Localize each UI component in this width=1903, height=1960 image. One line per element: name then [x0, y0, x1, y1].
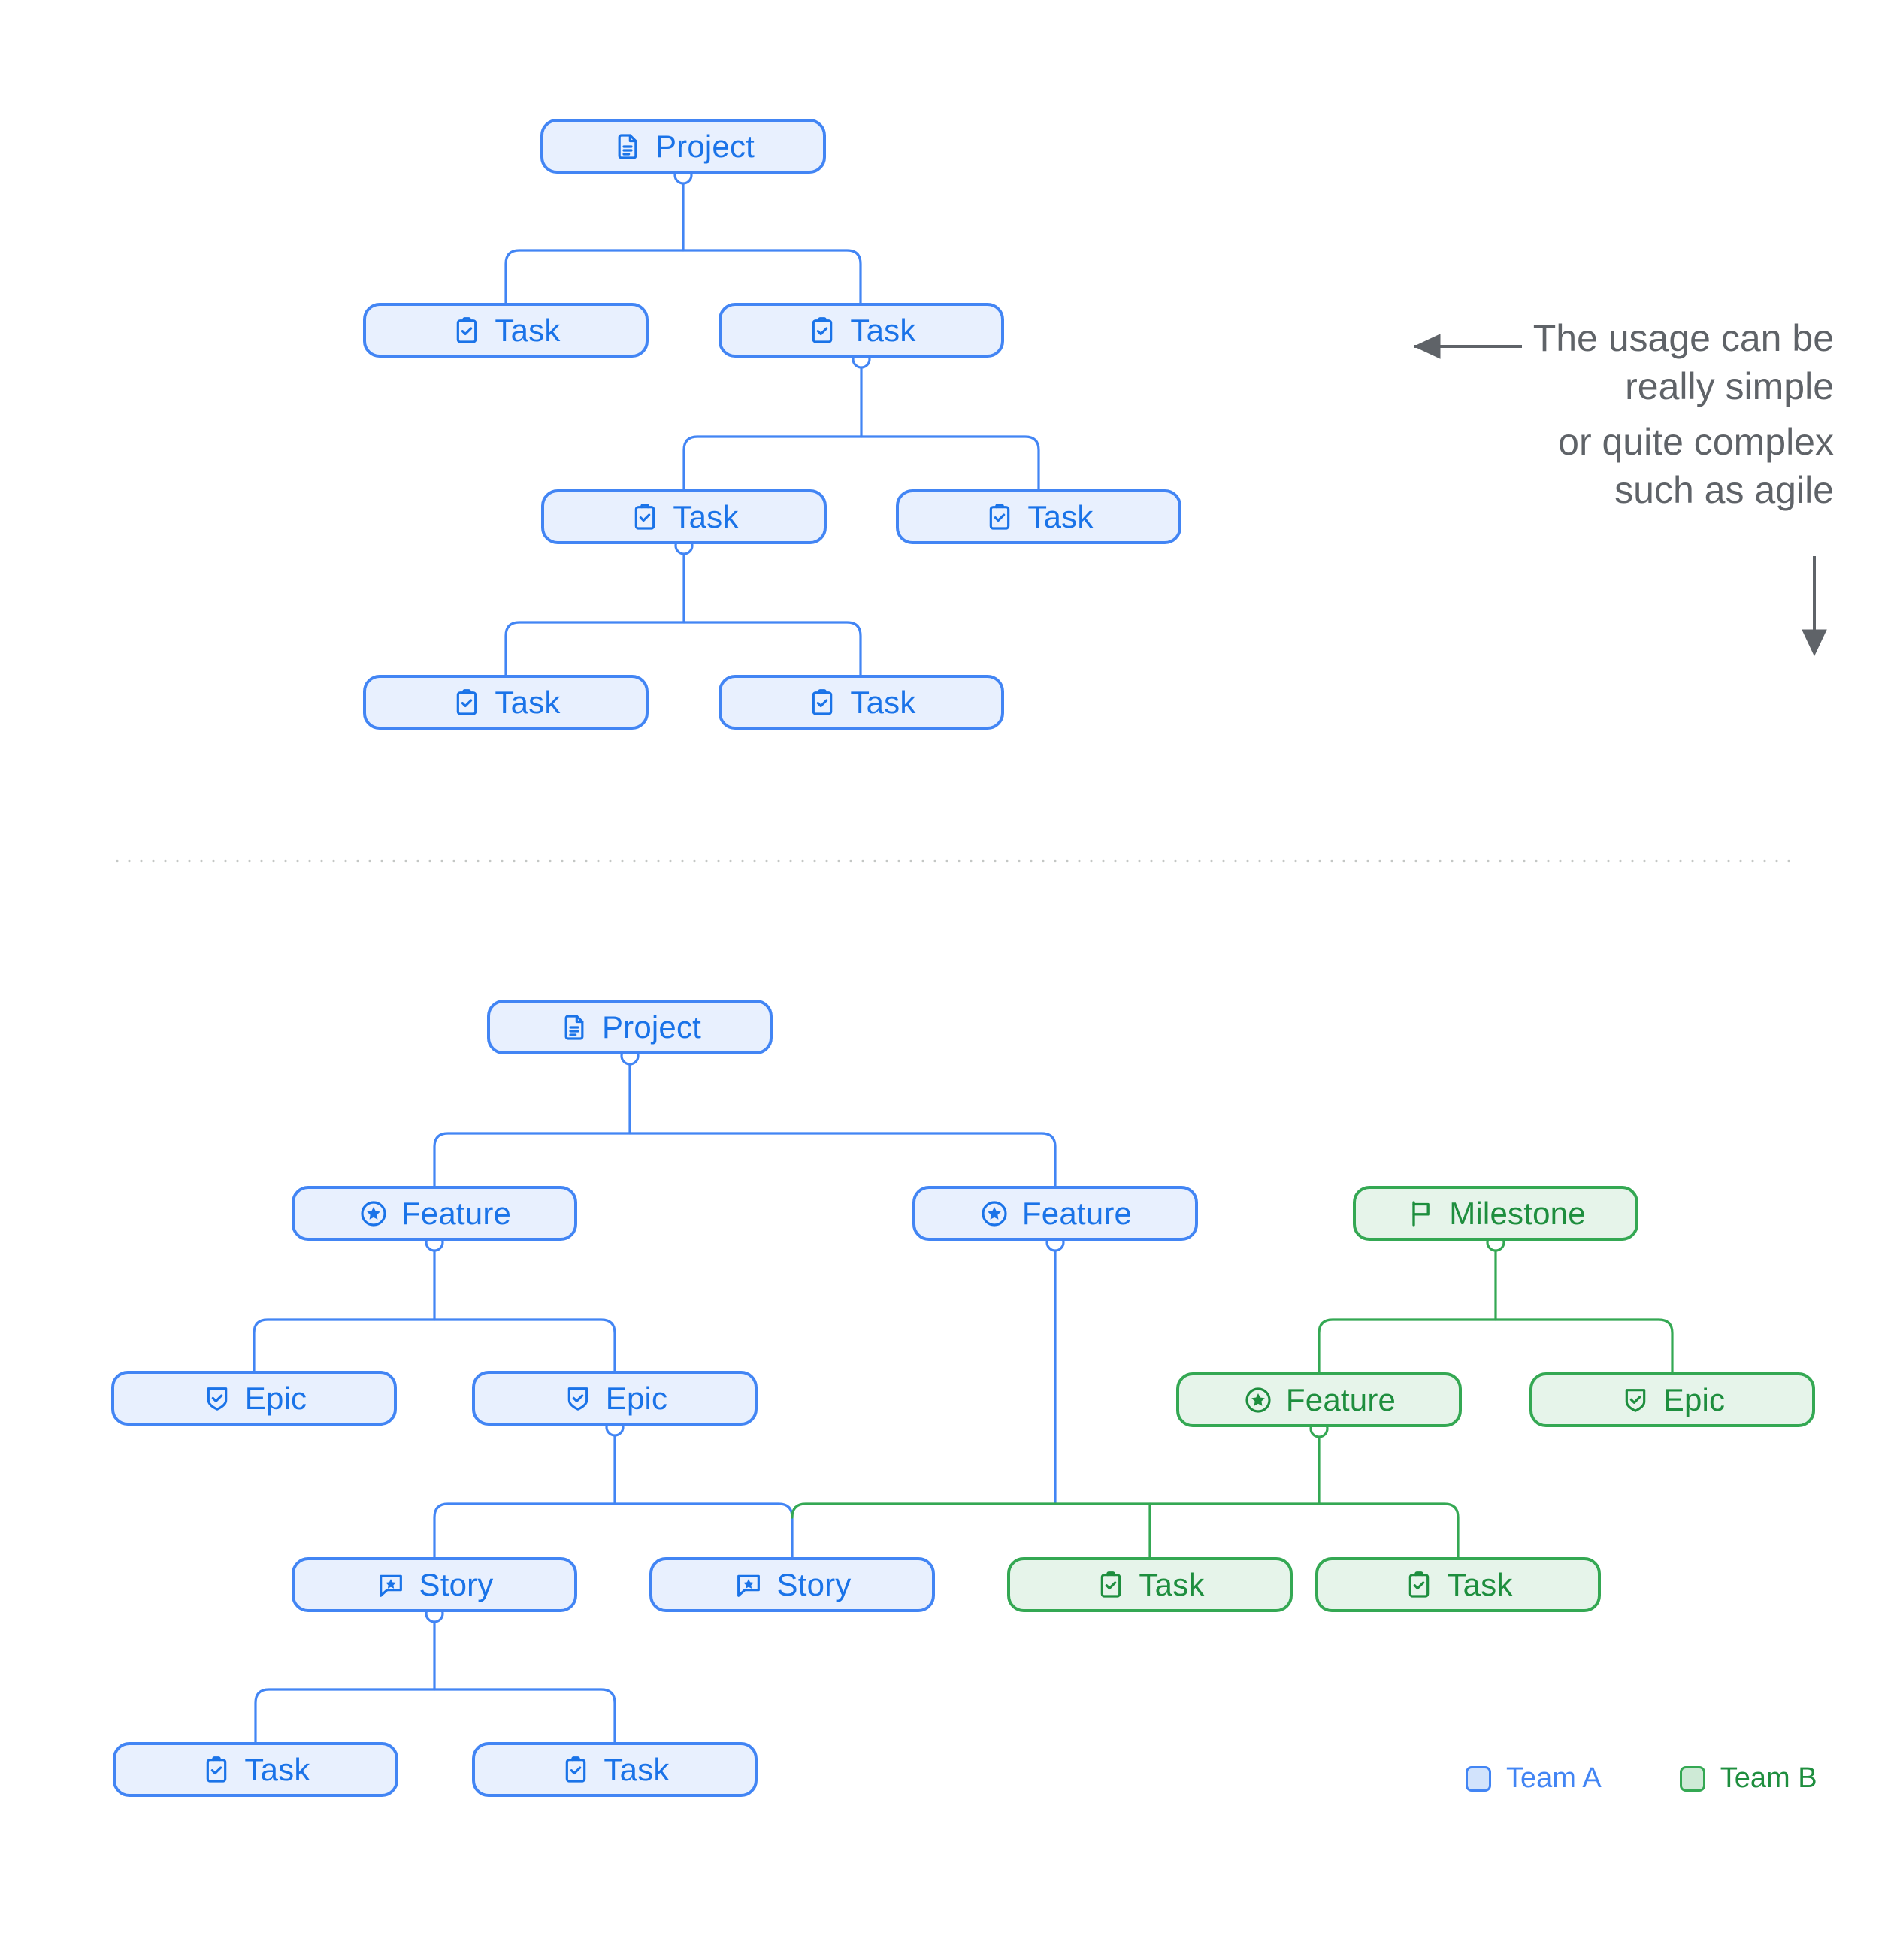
story-bubble-icon — [375, 1569, 407, 1601]
annotation-line-1: The usage can be — [1532, 317, 1834, 359]
node-label: Project — [655, 128, 755, 164]
node-story[interactable]: Story — [292, 1557, 577, 1612]
node-label: Task — [1027, 498, 1094, 534]
node-task[interactable]: Task — [541, 489, 827, 544]
node-label: Task — [850, 684, 916, 720]
node-label: Story — [776, 1566, 852, 1602]
node-feature[interactable]: Feature — [292, 1186, 577, 1241]
node-project[interactable]: Project — [487, 1000, 773, 1054]
node-label: Task — [495, 684, 561, 720]
node-task[interactable]: Task — [719, 675, 1004, 730]
task-clipboard-icon — [201, 1754, 232, 1786]
task-clipboard-icon — [984, 501, 1015, 533]
node-label: Epic — [1662, 1381, 1726, 1417]
node-epic[interactable]: Epic — [472, 1371, 758, 1426]
annotation-line-4: such as agile — [1614, 469, 1834, 511]
edge-group-agile-feature-green — [791, 1419, 1460, 1559]
annotation-line-3: or quite complex — [1558, 421, 1834, 463]
task-clipboard-icon — [451, 315, 483, 346]
feature-star-icon — [979, 1198, 1010, 1230]
node-task[interactable]: Task — [896, 489, 1181, 544]
edge-group-agile-root — [433, 1046, 1057, 1187]
node-task[interactable]: Task — [1007, 1557, 1293, 1612]
annotation-arrows — [1413, 334, 1827, 657]
node-label: Task — [495, 312, 561, 348]
edge-group-agile-epic2 — [433, 1417, 794, 1559]
feature-star-icon — [1242, 1384, 1274, 1416]
epic-shield-icon — [562, 1383, 594, 1414]
task-clipboard-icon — [629, 501, 661, 533]
arrow-down-icon — [1802, 556, 1827, 657]
node-label: Task — [1447, 1566, 1513, 1602]
node-label: Milestone — [1449, 1195, 1586, 1231]
legend-item-team-a: Team A — [1466, 1762, 1602, 1795]
node-task[interactable]: Task — [1315, 1557, 1601, 1612]
annotation-block: The usage can be really simple or quite … — [1413, 314, 1834, 514]
node-label: Task — [1139, 1566, 1205, 1602]
task-clipboard-icon — [1403, 1569, 1435, 1601]
edge-group-agile-feature1 — [253, 1233, 616, 1372]
task-clipboard-icon — [451, 687, 483, 718]
edge-group-agile-story1 — [254, 1604, 616, 1744]
square-swatch-icon — [1466, 1765, 1491, 1792]
edge-group-simple-l3 — [504, 536, 862, 676]
node-epic[interactable]: Epic — [1529, 1372, 1815, 1427]
task-clipboard-icon — [560, 1754, 591, 1786]
node-story[interactable]: Story — [649, 1557, 935, 1612]
node-label: Epic — [605, 1380, 668, 1416]
task-clipboard-icon — [1095, 1569, 1127, 1601]
node-task[interactable]: Task — [719, 303, 1004, 358]
milestone-flag-icon — [1405, 1198, 1437, 1230]
node-label: Task — [850, 312, 916, 348]
node-task[interactable]: Task — [472, 1742, 758, 1797]
node-label: Feature — [401, 1195, 512, 1231]
node-task[interactable]: Task — [113, 1742, 398, 1797]
edge-group-simple-root — [504, 165, 862, 304]
story-bubble-icon — [733, 1569, 764, 1601]
square-swatch-icon — [1679, 1765, 1705, 1792]
node-label: Feature — [1285, 1381, 1396, 1417]
node-label: Task — [673, 498, 739, 534]
node-label: Task — [604, 1751, 670, 1787]
node-epic[interactable]: Epic — [111, 1371, 397, 1426]
section-divider — [111, 859, 1792, 863]
legend-item-team-b: Team B — [1679, 1762, 1817, 1795]
task-clipboard-icon — [806, 315, 838, 346]
epic-shield-icon — [201, 1383, 233, 1414]
task-clipboard-icon — [806, 687, 838, 718]
node-label: Epic — [244, 1380, 307, 1416]
feature-star-icon — [358, 1198, 389, 1230]
legend-label: Team B — [1720, 1762, 1817, 1794]
legend: Team A Team B — [1466, 1762, 1817, 1795]
node-feature[interactable]: Feature — [1176, 1372, 1462, 1427]
legend-label: Team A — [1506, 1762, 1602, 1794]
edge-group-agile-feature2-drop — [1045, 1233, 1065, 1505]
node-feature[interactable]: Feature — [912, 1186, 1198, 1241]
node-task[interactable]: Task — [363, 675, 649, 730]
epic-shield-icon — [1620, 1384, 1651, 1416]
node-label: Project — [601, 1009, 702, 1045]
document-icon — [612, 131, 643, 162]
edge-group-agile-milestone — [1318, 1233, 1674, 1374]
node-label: Task — [244, 1751, 310, 1787]
node-milestone[interactable]: Milestone — [1353, 1186, 1638, 1241]
node-label: Story — [419, 1566, 494, 1602]
node-label: Feature — [1021, 1195, 1133, 1231]
arrow-left-icon — [1413, 334, 1522, 359]
annotation-line-2: really simple — [1625, 365, 1834, 407]
node-task[interactable]: Task — [363, 303, 649, 358]
edge-group-simple-l2 — [682, 349, 1040, 491]
node-project[interactable]: Project — [540, 119, 826, 174]
document-icon — [558, 1012, 590, 1043]
